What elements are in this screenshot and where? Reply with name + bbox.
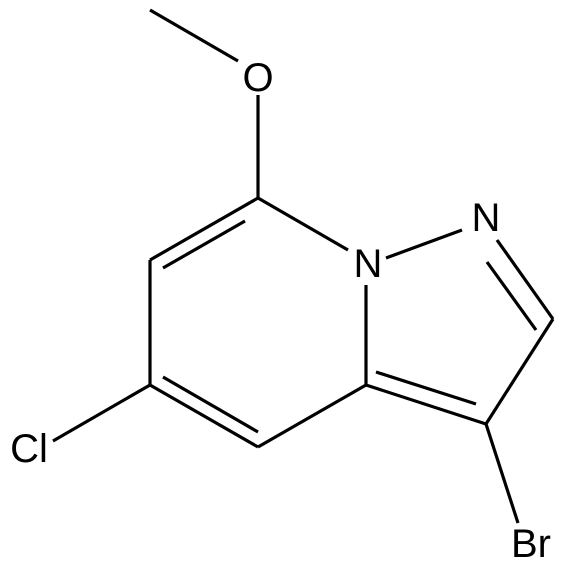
bond-c5-chlorine: [52, 383, 151, 443]
oxygen-atom-label: O: [242, 56, 273, 100]
bond-c5-c4-inner: [162, 375, 259, 434]
bond-c2-c3: [484, 318, 555, 425]
bond-c3-c3a: [365, 383, 487, 426]
bond-c5-c4: [149, 383, 259, 449]
bromine-atom-label: Br: [511, 522, 551, 566]
bond-c3-c3a-inner: [375, 370, 477, 406]
bond-n-c2-inner: [485, 261, 538, 331]
bond-n-bridge-n: [385, 228, 463, 260]
bridgehead-nitrogen-label: N: [354, 242, 383, 286]
bond-c7-n-bridge: [257, 196, 349, 252]
bond-c3-bromine: [484, 423, 520, 524]
bond-c7-c6: [149, 196, 259, 262]
bond-methyl-oxygen: [149, 8, 239, 63]
bond-n-c2: [495, 239, 555, 320]
pyrazole-nitrogen-label: N: [472, 196, 501, 240]
bond-c4-c3a: [257, 383, 367, 449]
chlorine-atom-label: Cl: [10, 427, 48, 471]
bond-c7-c6-inner: [162, 219, 246, 270]
